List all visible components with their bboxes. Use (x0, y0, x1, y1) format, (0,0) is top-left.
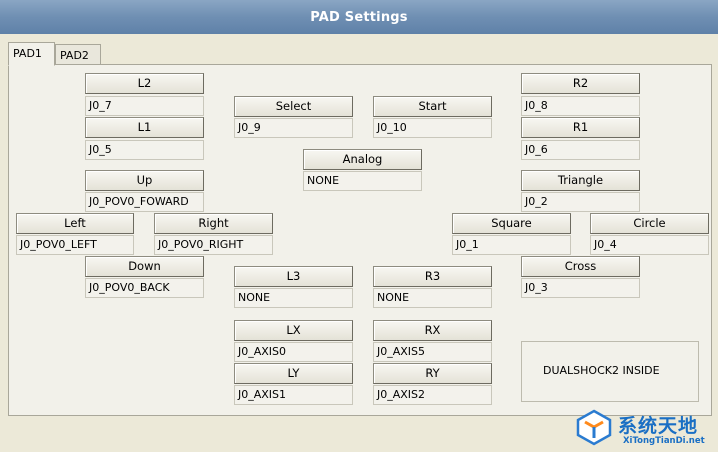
right-binding: J0_POV0_RIGHT (154, 235, 273, 255)
analog-button[interactable]: Analog (303, 149, 422, 170)
select-binding: J0_9 (234, 118, 353, 138)
ly-binding: J0_AXIS1 (234, 385, 353, 405)
l3-button[interactable]: L3 (234, 266, 353, 287)
tab-pad2[interactable]: PAD2 (55, 44, 101, 65)
l1-button[interactable]: L1 (85, 117, 204, 138)
select-button[interactable]: Select (234, 96, 353, 117)
start-button[interactable]: Start (373, 96, 492, 117)
triangle-binding: J0_2 (521, 192, 640, 212)
r1-button[interactable]: R1 (521, 117, 640, 138)
up-button[interactable]: Up (85, 170, 204, 191)
title-bar[interactable]: PAD Settings (0, 0, 718, 34)
controller-status-box: DUALSHOCK2 INSIDE (521, 341, 699, 402)
left-button[interactable]: Left (16, 213, 134, 234)
square-button[interactable]: Square (452, 213, 571, 234)
r2-binding: J0_8 (521, 96, 640, 116)
l2-binding: J0_7 (85, 96, 204, 116)
r1-binding: J0_6 (521, 140, 640, 160)
right-button[interactable]: Right (154, 213, 273, 234)
lx-button[interactable]: LX (234, 320, 353, 341)
tab-pad1[interactable]: PAD1 (8, 42, 55, 66)
controller-status-label: DUALSHOCK2 INSIDE (543, 364, 660, 377)
triangle-button[interactable]: Triangle (521, 170, 640, 191)
r2-button[interactable]: R2 (521, 73, 640, 94)
start-binding: J0_10 (373, 118, 492, 138)
ry-binding: J0_AXIS2 (373, 385, 492, 405)
l3-binding: NONE (234, 288, 353, 308)
site-logo: 系统天地 XiTongTianDi.net (572, 406, 718, 452)
ly-button[interactable]: LY (234, 363, 353, 384)
lx-binding: J0_AXIS0 (234, 342, 353, 362)
down-button[interactable]: Down (85, 256, 204, 277)
rx-button[interactable]: RX (373, 320, 492, 341)
r3-binding: NONE (373, 288, 492, 308)
circle-button[interactable]: Circle (590, 213, 709, 234)
up-binding: J0_POV0_FOWARD (85, 192, 204, 212)
r3-button[interactable]: R3 (373, 266, 492, 287)
ry-button[interactable]: RY (373, 363, 492, 384)
logo-mark-icon (576, 409, 612, 446)
cross-button[interactable]: Cross (521, 256, 640, 277)
window-title: PAD Settings (310, 9, 408, 25)
logo-chinese-text: 系统天地 (618, 415, 699, 437)
analog-binding: NONE (303, 171, 422, 191)
l1-binding: J0_5 (85, 140, 204, 160)
cross-binding: J0_3 (521, 278, 640, 298)
down-binding: J0_POV0_BACK (85, 278, 204, 298)
square-binding: J0_1 (452, 235, 571, 255)
circle-binding: J0_4 (590, 235, 709, 255)
l2-button[interactable]: L2 (85, 73, 204, 94)
logo-english-text: XiTongTianDi.net (623, 436, 705, 446)
left-binding: J0_POV0_LEFT (16, 235, 134, 255)
rx-binding: J0_AXIS5 (373, 342, 492, 362)
